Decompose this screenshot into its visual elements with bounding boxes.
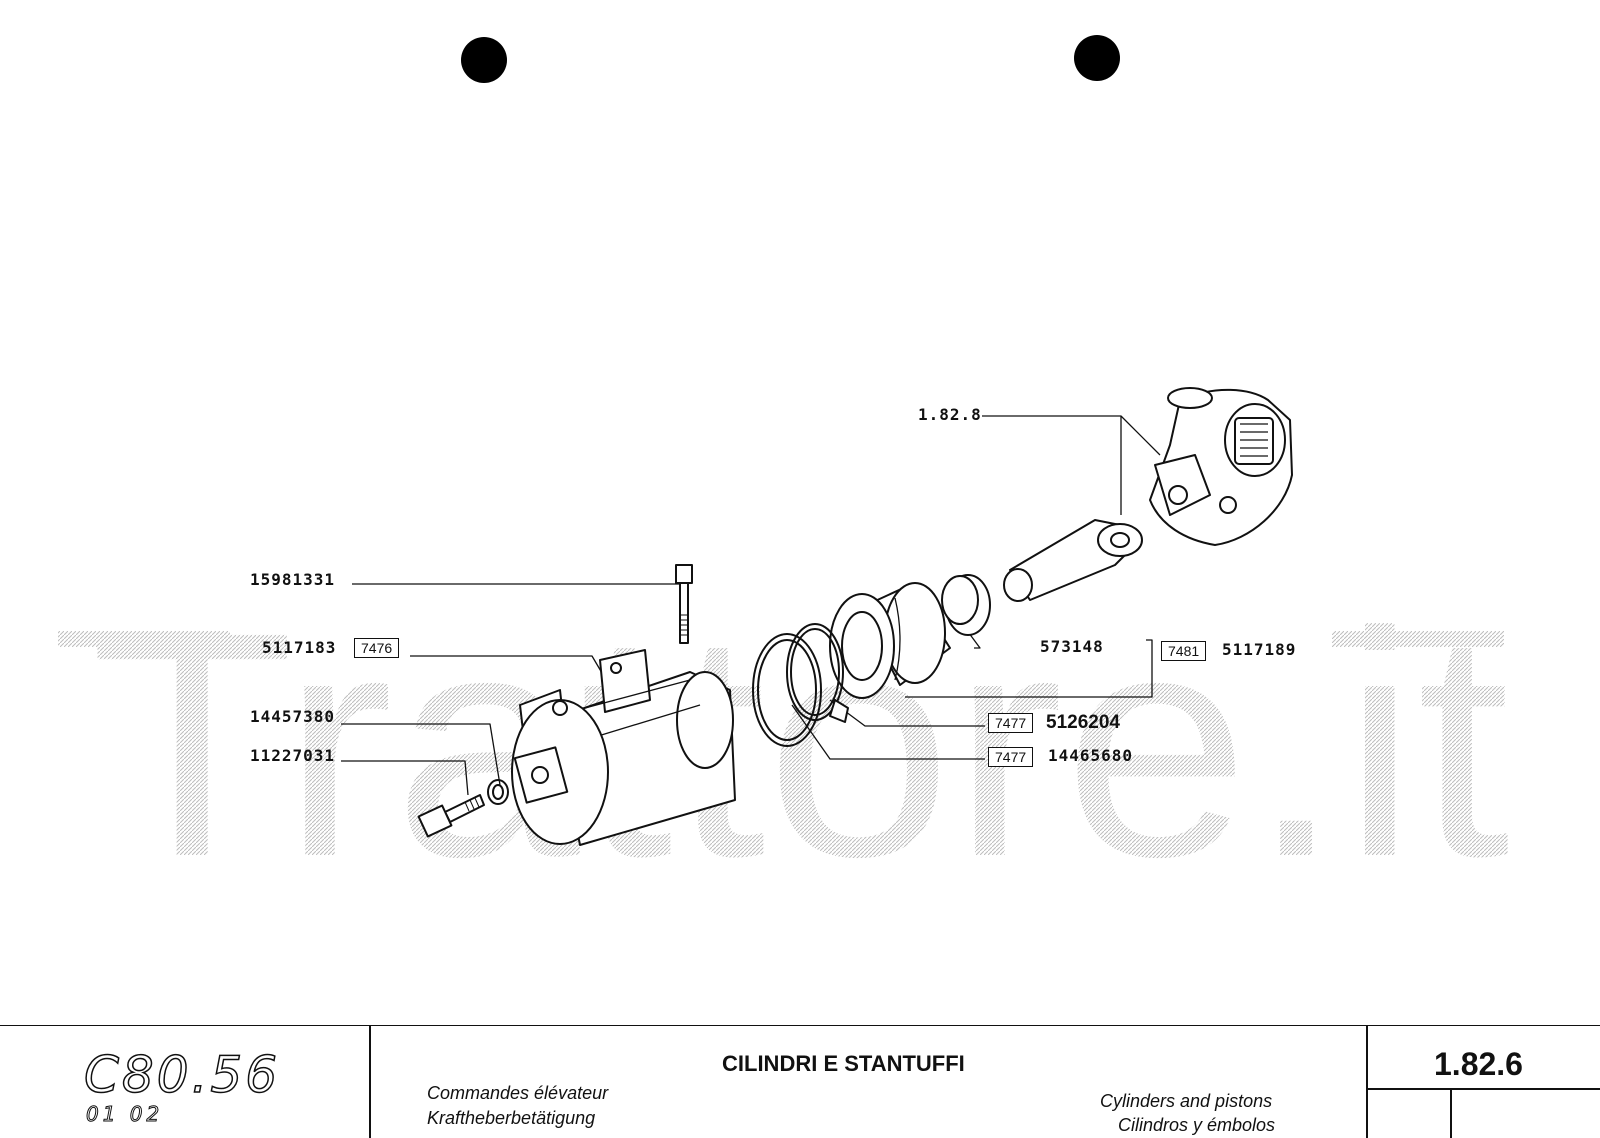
title-german: Kraftheberbetätigung (427, 1108, 596, 1128)
model-code: C80.56 (83, 1045, 281, 1105)
piston (829, 582, 951, 699)
callout-part-number: 5126204 (1046, 712, 1120, 733)
bottom-bolt (417, 794, 485, 838)
punch-hole-left (461, 37, 507, 83)
title-block-divider (369, 1026, 371, 1138)
title-block: C80.56 01 02 CILINDRI E STANTUFFI Comman… (0, 1025, 1600, 1138)
piston-rings (752, 623, 849, 747)
model-sub: 01 02 (85, 1102, 164, 1127)
callout-ref-box: 7476 (354, 638, 400, 658)
title-spanish: Cilindros y émbolos (1118, 1115, 1276, 1135)
callout-ref-box: 7481 (1161, 641, 1207, 661)
callout-part-number: 573148 (1040, 637, 1104, 656)
title-english: Cylinders and pistons (1100, 1091, 1273, 1111)
callout-part-number: 14465680 (1048, 746, 1134, 765)
connecting-link (1003, 519, 1143, 602)
cylinder-body (511, 649, 736, 846)
title-french: Commandes élévateur (427, 1083, 609, 1103)
callout-part-number: 5117189 (1222, 640, 1297, 659)
callout-ref-box: 7477 (988, 713, 1034, 733)
title-block-rule (1366, 1088, 1600, 1090)
title-block-divider (1450, 1088, 1452, 1138)
watermark-text: Trattore.it (90, 565, 1511, 875)
callout-part-number: 14457380 (250, 707, 336, 726)
punch-hole-right (1074, 35, 1120, 81)
callout-part-number: 1.82.8 (918, 405, 982, 424)
lift-arm (1149, 387, 1293, 546)
page-title: CILINDRI E STANTUFFI (722, 1051, 965, 1076)
ball-cup (941, 574, 991, 636)
sheet-number: 1.82.6 (1434, 1046, 1523, 1082)
callout-ref-box: 7477 (988, 747, 1034, 767)
callout-part-number: 5117183 (262, 638, 337, 657)
washer (487, 779, 509, 805)
exploded-view (341, 387, 1293, 846)
watermark: Trattore.it (58, 565, 1511, 875)
top-bolt (675, 564, 693, 644)
callout-part-number: 15981331 (250, 570, 336, 589)
callout-part-number: 11227031 (250, 746, 336, 765)
title-block-divider (1366, 1026, 1368, 1138)
